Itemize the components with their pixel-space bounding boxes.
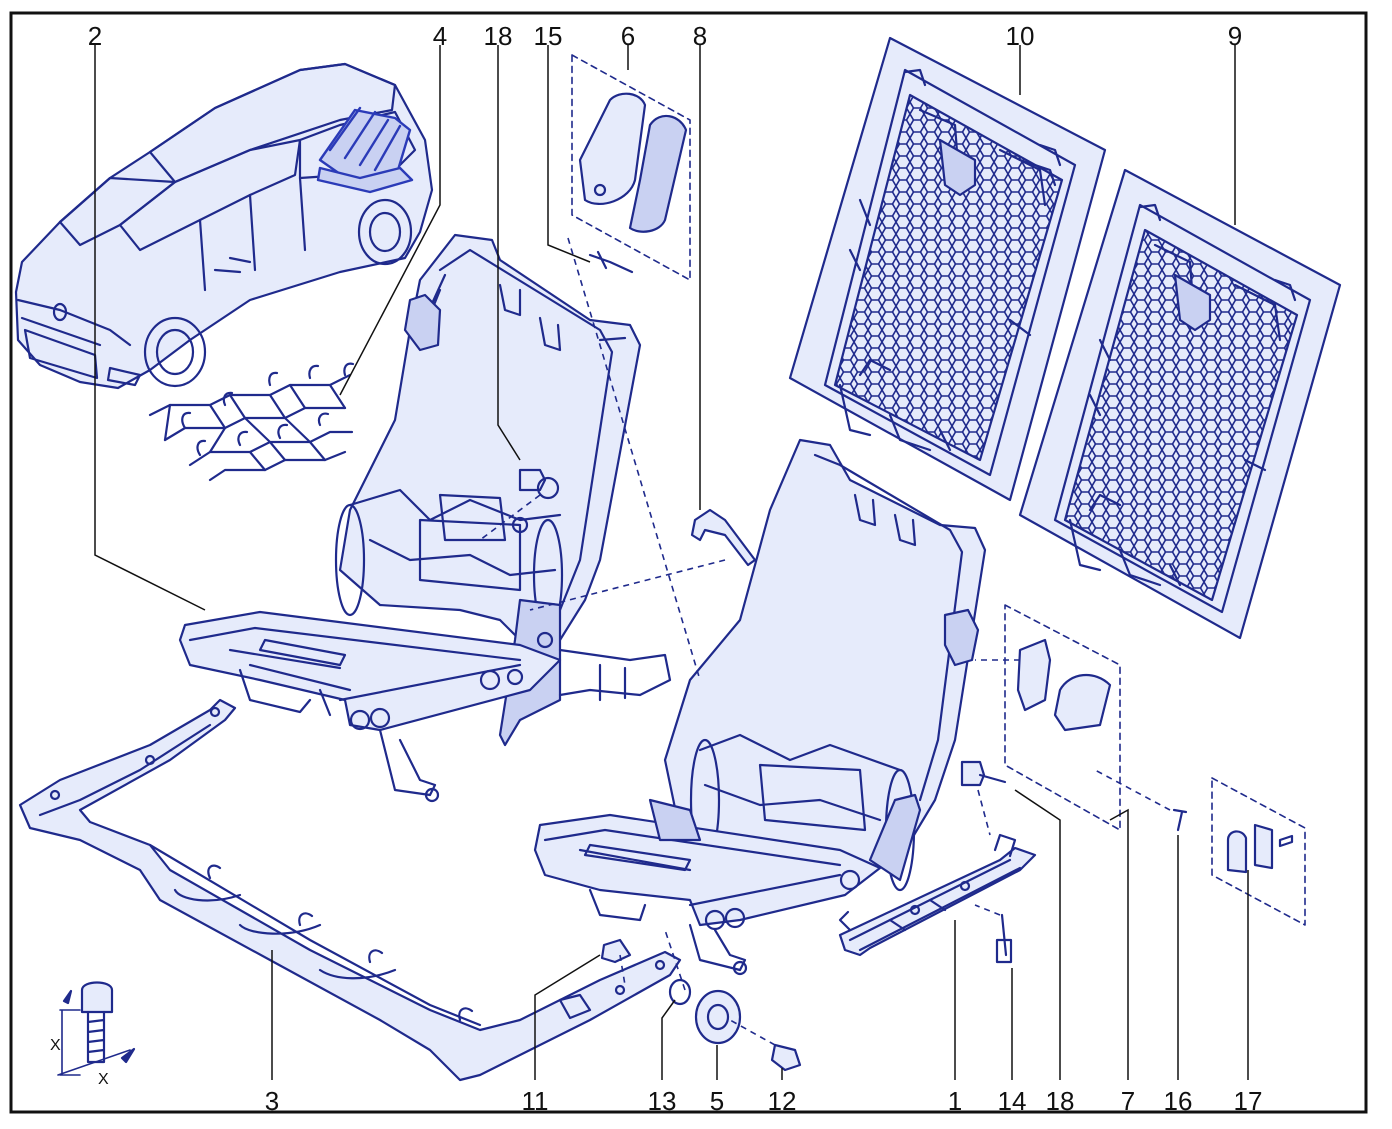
callout-14: 14 [998,1086,1027,1116]
callout-17: 17 [1234,1086,1263,1116]
seat-springs [148,362,355,482]
callout-1: 1 [948,1086,962,1116]
callout-2: 2 [88,21,102,51]
left-seat-frame [178,233,672,803]
callout-10: 10 [1006,21,1035,51]
callout-12: 12 [768,1086,797,1116]
bolt-length-legend [57,981,136,1076]
legend-x-vertical: X [50,1037,61,1054]
callout-5: 5 [710,1086,724,1116]
callout-13: 13 [648,1086,677,1116]
backrest-panel-10 [788,36,1107,502]
callout-11: 11 [522,1086,549,1116]
clip-kit [1211,777,1306,926]
fasteners [518,250,1188,1072]
callout-6: 6 [621,21,635,51]
callout-18-bottom: 18 [1046,1086,1075,1116]
backrest-panel-9 [1018,168,1342,640]
leader-lines [94,45,1249,1080]
diagram-frame [9,11,1368,1114]
callout-3: 3 [265,1086,279,1116]
callout-8: 8 [693,21,707,51]
explosion-lines [479,237,1171,1046]
side-trim-kit [1004,604,1121,831]
callout-4: 4 [433,21,447,51]
callout-labels: 2 4 18 15 6 8 10 9 3 11 13 5 12 1 14 18 … [88,21,1263,1116]
callout-16: 16 [1164,1086,1193,1116]
trim-cover-kit [571,54,691,281]
callout-15: 15 [534,21,563,51]
floor-rail-bar [18,698,682,1082]
legend-x-horizontal: X [98,1071,109,1088]
callout-7: 7 [1121,1086,1135,1116]
right-seat-frame [533,438,987,976]
bracket-clip [690,508,757,567]
vehicle-locator-car [14,62,434,390]
callout-18-top: 18 [484,21,513,51]
callout-9: 9 [1228,21,1242,51]
seat-rail [838,833,1037,957]
